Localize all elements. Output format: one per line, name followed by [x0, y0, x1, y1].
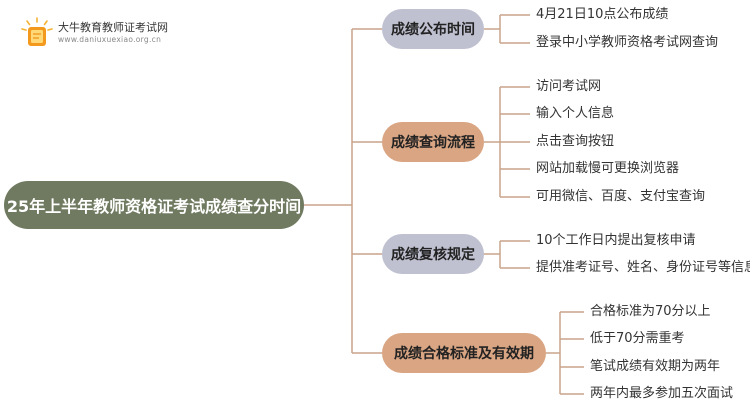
leaf-item: 提供准考证号、姓名、身份证号等信息 [536, 260, 750, 275]
branch-review-rules[interactable]: 成绩复核规定 [382, 234, 484, 274]
branch-query-process[interactable]: 成绩查询流程 [382, 122, 484, 162]
leaf-item: 可用微信、百度、支付宝查询 [536, 189, 706, 204]
logo-title: 大牛教育教师证考试网 [58, 21, 168, 34]
leaf-item: 访问考试网 [536, 79, 602, 94]
leaf-item: 10个工作日内提出复核申请 [536, 233, 696, 248]
leaf-item: 网站加载慢可更换浏览器 [536, 161, 680, 176]
leaf-item: 输入个人信息 [536, 106, 615, 121]
branch-score-release-time[interactable]: 成绩公布时间 [382, 9, 484, 49]
leaf-item: 点击查询按钮 [536, 134, 615, 149]
leaf-item: 两年内最多参加五次面试 [590, 386, 734, 401]
root-node[interactable]: 25年上半年教师资格证考试成绩查分时间 [4, 181, 304, 229]
leaf-item: 笔试成绩有效期为两年 [590, 359, 721, 374]
leaf-item: 登录中小学教师资格考试网查询 [536, 35, 719, 50]
logo-url: www.daniuxuexiao.org.cn [58, 35, 162, 44]
leaf-item: 低于70分需重考 [590, 331, 685, 346]
site-logo: 大牛教育教师证考试网 www.daniuxuexiao.org.cn [20, 16, 200, 50]
book-icon [21, 17, 53, 46]
leaf-item: 4月21日10点公布成绩 [536, 7, 669, 22]
branch-pass-standard-validity[interactable]: 成绩合格标准及有效期 [382, 333, 546, 373]
leaf-item: 合格标准为70分以上 [590, 304, 711, 319]
